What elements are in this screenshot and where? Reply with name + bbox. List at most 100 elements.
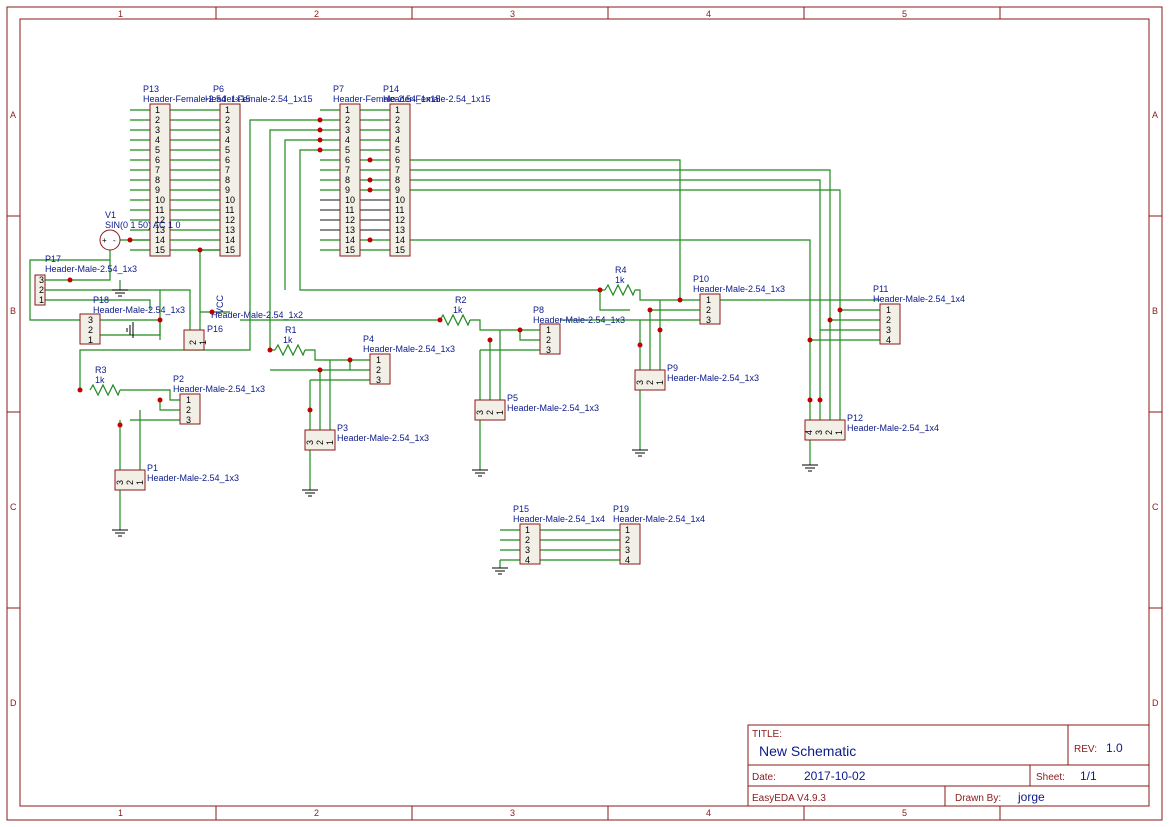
pin-number: 1 <box>395 105 400 115</box>
p8-value: Header-Male-2.54_1x3 <box>533 315 625 325</box>
pin-number: 4 <box>525 555 530 565</box>
title-label: TITLE: <box>752 729 782 740</box>
ground-symbols <box>112 289 818 575</box>
pin-number: 4 <box>225 135 230 145</box>
header-p19[interactable]: 1 2 3 4 P19 Header-Male-2.54_1x4 <box>613 504 705 565</box>
pin-number: 3 <box>395 125 400 135</box>
pin-number: 2 <box>485 410 495 415</box>
pin-number: 1 <box>325 440 335 445</box>
header-p17[interactable]: 3 2 1 P17 Header-Male-2.54_1x3 <box>34 254 137 306</box>
date-value: 2017-10-02 <box>804 769 866 783</box>
header-p9[interactable]: 3 2 1 P9 Header-Male-2.54_1x3 <box>634 363 759 391</box>
pin-number: 3 <box>88 315 93 325</box>
header-p10[interactable]: 1 2 3 P10 Header-Male-2.54_1x3 <box>693 274 785 325</box>
p19-ref: P19 <box>613 504 629 514</box>
header-p8[interactable]: 1 2 3 P8 Header-Male-2.54_1x3 <box>533 305 625 355</box>
pin-number: 3 <box>706 315 711 325</box>
pin-number: 2 <box>155 115 160 125</box>
vcc-label: VCC <box>215 294 225 314</box>
p17-ref: P17 <box>45 254 61 264</box>
resistor-r4[interactable]: R4 1k <box>604 265 636 297</box>
p14-ref: P14 <box>383 84 399 94</box>
header-p5[interactable]: 3 2 1 P5 Header-Male-2.54_1x3 <box>474 393 599 421</box>
p18-value: Header-Male-2.54_1x3 <box>93 305 185 315</box>
wires <box>29 109 880 568</box>
pin-number: 3 <box>635 380 645 385</box>
zone-label: 5 <box>902 808 907 818</box>
pin-number: 13 <box>225 225 235 235</box>
r3-ref: R3 <box>95 365 107 375</box>
pin-number: 14 <box>395 235 405 245</box>
p3-value: Header-Male-2.54_1x3 <box>337 433 429 443</box>
header-p3[interactable]: 3 2 1 P3 Header-Male-2.54_1x3 <box>304 423 429 451</box>
pin-number: 6 <box>225 155 230 165</box>
p3-ref: P3 <box>337 423 348 433</box>
pin-number: 3 <box>814 430 824 435</box>
pin-number: 2 <box>706 305 711 315</box>
source-v1[interactable]: + - V1 SIN(0 1 50) AC 1 0 <box>99 210 181 251</box>
pin-number: 3 <box>39 275 44 285</box>
r2-ref: R2 <box>455 295 467 305</box>
pin-number: 5 <box>345 145 350 155</box>
pin-number: 2 <box>376 365 381 375</box>
p12-ref: P12 <box>847 413 863 423</box>
zone-label: C <box>10 502 17 512</box>
p17-value: Header-Male-2.54_1x3 <box>45 264 137 274</box>
header-p18[interactable]: 3 2 1 P18 Header-Male-2.54_1x3 <box>79 295 185 345</box>
header-p11[interactable]: 1 2 3 4 P11 Header-Male-2.54_1x4 <box>873 284 965 345</box>
pin-number: 2 <box>824 430 834 435</box>
pin-number: 3 <box>625 545 630 555</box>
title-value: New Schematic <box>759 743 856 759</box>
header-p12[interactable]: 4 3 2 1 P12 Header-Male-2.54_1x4 <box>804 413 939 441</box>
header-p2[interactable]: 1 2 3 P2 Header-Male-2.54_1x3 <box>173 374 265 425</box>
p7-value: Header-Female-2.54_1x15 <box>333 94 441 104</box>
pin-number: 4 <box>345 135 350 145</box>
sheet-value: 1/1 <box>1080 769 1097 783</box>
pin-number: 4 <box>886 335 891 345</box>
pin-number: 3 <box>155 125 160 135</box>
resistor-r1[interactable]: R1 1k <box>274 325 306 357</box>
pin-number: 1 <box>225 105 230 115</box>
header-p1[interactable]: 3 2 1 P1 Header-Male-2.54_1x3 <box>114 463 239 491</box>
resistor-r3[interactable]: R3 1k <box>89 365 121 397</box>
zone-label: B <box>10 306 16 316</box>
zone-label: 4 <box>706 808 711 818</box>
pin-number: 8 <box>155 175 160 185</box>
header-p15[interactable]: 1 2 3 4 P15 Header-Male-2.54_1x4 <box>513 504 605 565</box>
pin-number: 7 <box>225 165 230 175</box>
r1-ref: R1 <box>285 325 297 335</box>
svg-text:+: + <box>102 236 107 245</box>
pin-number: 1 <box>834 430 844 435</box>
pin-number: 2 <box>186 405 191 415</box>
p8-ref: P8 <box>533 305 544 315</box>
pin-number: 8 <box>395 175 400 185</box>
pin-number: 2 <box>225 115 230 125</box>
r1-value: 1k <box>283 335 293 345</box>
pin-number: 11 <box>395 205 404 215</box>
zone-label: 2 <box>314 9 319 19</box>
pin-number: 2 <box>188 340 198 345</box>
pin-number: 12 <box>395 215 405 225</box>
pin-number: 7 <box>155 165 160 175</box>
header-p16[interactable]: 2 1 P16 Header-Male-2.54_1x2 VCC <box>183 294 303 351</box>
header-p4[interactable]: 1 2 3 P4 Header-Male-2.54_1x3 <box>363 334 455 385</box>
pin-number: 10 <box>225 195 235 205</box>
pin-number: 1 <box>495 410 505 415</box>
outer-frame <box>6 6 1163 821</box>
p16-value: Header-Male-2.54_1x2 <box>211 310 303 320</box>
tool-version: EasyEDA V4.9.3 <box>752 793 826 804</box>
pin-number: 4 <box>395 135 400 145</box>
pin-number: 14 <box>155 235 165 245</box>
pin-number: 13 <box>155 225 165 235</box>
pin-number: 10 <box>395 195 405 205</box>
p5-ref: P5 <box>507 393 518 403</box>
resistor-r2[interactable]: R2 1k <box>439 295 471 327</box>
pin-number: 6 <box>345 155 350 165</box>
